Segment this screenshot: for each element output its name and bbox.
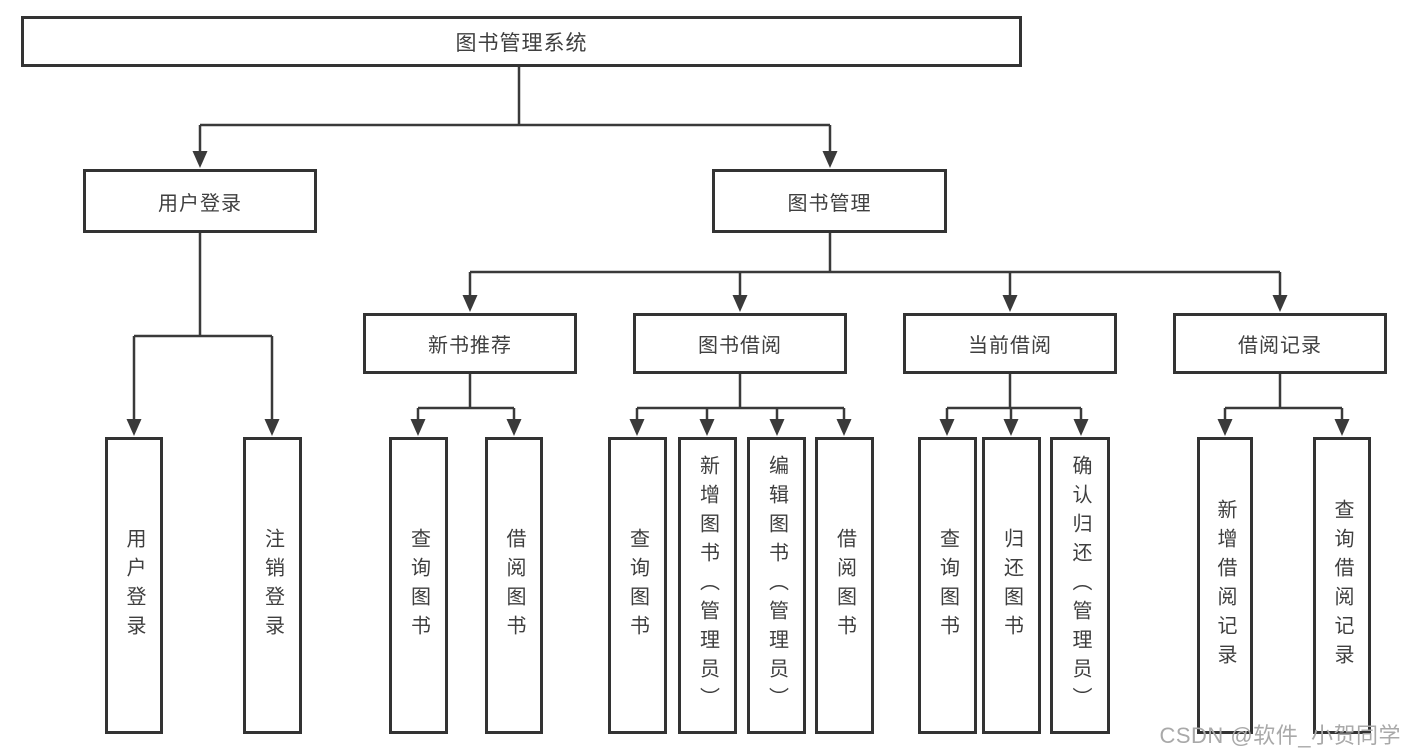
leaf-logout-label: 注销登录 bbox=[261, 527, 284, 644]
node-user-login: 用户登录 bbox=[83, 169, 317, 233]
leaf-return-books-label: 归还图书 bbox=[1000, 527, 1023, 644]
leaf-query-books-borrowing-label: 查询图书 bbox=[626, 527, 649, 644]
node-new-book-recommendation-label: 新书推荐 bbox=[428, 335, 512, 357]
leaf-borrow-books-recommend: 借阅图书 bbox=[485, 437, 543, 734]
leaf-query-borrow-record: 查询借阅记录 bbox=[1313, 437, 1371, 734]
leaf-query-borrow-record-label: 查询借阅记录 bbox=[1331, 498, 1353, 673]
node-library-management-system: 图书管理系统 bbox=[21, 16, 1022, 67]
leaf-logout: 注销登录 bbox=[243, 437, 302, 734]
node-borrowing-records: 借阅记录 bbox=[1173, 313, 1387, 374]
leaf-borrow-books-borrowing: 借阅图书 bbox=[815, 437, 874, 734]
node-book-management: 图书管理 bbox=[712, 169, 947, 233]
leaf-return-books: 归还图书 bbox=[982, 437, 1041, 734]
leaf-add-borrow-record: 新增借阅记录 bbox=[1197, 437, 1253, 734]
node-user-login-label: 用户登录 bbox=[158, 192, 242, 215]
leaf-edit-books-admin: 编辑图书（管理员） bbox=[747, 437, 806, 734]
csdn-watermark: CSDN @软件_小贺同学 bbox=[1159, 723, 1401, 748]
node-borrowing-records-label: 借阅记录 bbox=[1238, 335, 1322, 357]
leaf-confirm-return-admin: 确认归还（管理员） bbox=[1050, 437, 1110, 734]
leaf-query-books-recommend: 查询图书 bbox=[389, 437, 448, 734]
node-book-borrowing: 图书借阅 bbox=[633, 313, 847, 374]
leaf-add-books-admin-label: 新增图书（管理员） bbox=[696, 455, 719, 716]
leaf-confirm-return-admin-label: 确认归还（管理员） bbox=[1069, 455, 1091, 716]
node-new-book-recommendation: 新书推荐 bbox=[363, 313, 577, 374]
leaf-query-books-recommend-label: 查询图书 bbox=[407, 527, 430, 644]
leaf-query-books-current: 查询图书 bbox=[918, 437, 977, 734]
node-book-management-label: 图书管理 bbox=[787, 192, 872, 215]
node-book-borrowing-label: 图书借阅 bbox=[698, 335, 782, 357]
leaf-add-books-admin: 新增图书（管理员） bbox=[678, 437, 737, 734]
leaf-borrow-books-recommend-label: 借阅图书 bbox=[503, 527, 525, 644]
node-library-management-system-label: 图书管理系统 bbox=[455, 31, 588, 55]
leaf-user-login: 用户登录 bbox=[105, 437, 163, 734]
leaf-query-books-current-label: 查询图书 bbox=[936, 527, 959, 644]
leaf-query-books-borrowing: 查询图书 bbox=[608, 437, 667, 734]
leaf-edit-books-admin-label: 编辑图书（管理员） bbox=[765, 455, 788, 716]
leaf-borrow-books-borrowing-label: 借阅图书 bbox=[833, 527, 856, 644]
node-current-borrowing-label: 当前借阅 bbox=[968, 335, 1052, 357]
leaf-user-login-label: 用户登录 bbox=[123, 527, 145, 644]
leaf-add-borrow-record-label: 新增借阅记录 bbox=[1214, 498, 1236, 673]
node-current-borrowing: 当前借阅 bbox=[903, 313, 1117, 374]
